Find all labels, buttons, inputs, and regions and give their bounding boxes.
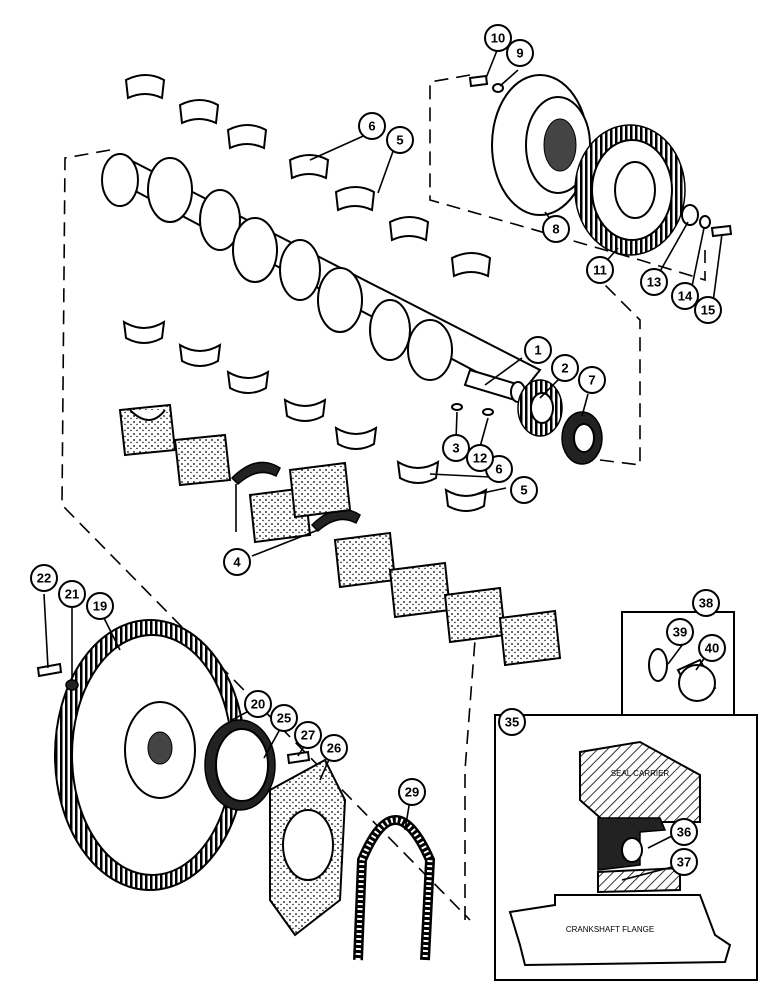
callout-25: 25 (270, 704, 298, 732)
callout-14: 14 (671, 282, 699, 310)
callout-11: 11 (586, 256, 614, 284)
svg-text:14: 14 (678, 289, 693, 304)
svg-text:2: 2 (561, 361, 568, 376)
seal-carrier-label: SEAL CARRIER (611, 769, 670, 778)
crankshaft (101, 153, 542, 403)
svg-text:5: 5 (520, 483, 527, 498)
callout-38: 38 (692, 589, 720, 617)
svg-text:3: 3 (452, 441, 459, 456)
svg-text:8: 8 (552, 222, 559, 237)
crank-gear (517, 379, 563, 437)
callout-6-upper: 6 (358, 112, 386, 140)
main-bearing-caps (118, 403, 562, 667)
crankshaft-flange-label: CRANKSHAFT FLANGE (566, 925, 654, 934)
hub-gear (574, 124, 686, 256)
inset-35: SEAL CARRIER CRANKSHAFT FLANGE (494, 714, 758, 981)
callout-2: 2 (551, 354, 579, 382)
callout-21: 21 (58, 580, 86, 608)
svg-text:39: 39 (673, 625, 687, 640)
seal-carrier-section (579, 740, 701, 823)
svg-text:6: 6 (495, 462, 502, 477)
callout-29: 29 (398, 778, 426, 806)
rear-seal-carrier (269, 750, 347, 937)
crankshaft-flange-section (597, 866, 681, 894)
svg-text:10: 10 (491, 31, 505, 46)
svg-text:15: 15 (701, 303, 715, 318)
callout-15: 15 (694, 296, 722, 324)
svg-text:11: 11 (593, 263, 607, 278)
callout-27: 27 (294, 721, 322, 749)
callout-35: 35 (498, 708, 526, 736)
callout-5-upper: 5 (386, 126, 414, 154)
callout-3: 3 (442, 434, 470, 462)
damper-group-boundary (429, 74, 706, 282)
svg-text:35: 35 (505, 715, 519, 730)
svg-text:26: 26 (327, 741, 341, 756)
svg-text:9: 9 (516, 46, 523, 61)
svg-text:6: 6 (368, 119, 375, 134)
svg-text:27: 27 (301, 728, 315, 743)
svg-text:40: 40 (705, 641, 719, 656)
upper-bearing-shells (124, 74, 492, 278)
svg-text:19: 19 (93, 599, 107, 614)
callout-12: 12 (466, 444, 494, 472)
callout-5-lower: 5 (510, 476, 538, 504)
flywheel-bolt-washer (36, 662, 79, 691)
callout-22: 22 (30, 564, 58, 592)
keys (451, 403, 494, 416)
callout-9: 9 (506, 39, 534, 67)
rear-seal-gasket (353, 815, 436, 961)
crankshaft-flange-block (508, 894, 732, 967)
callout-8: 8 (542, 215, 570, 243)
svg-text:29: 29 (405, 785, 419, 800)
svg-text:36: 36 (677, 825, 691, 840)
rear-oil-seal (204, 719, 276, 811)
callout-37: 37 (670, 848, 698, 876)
callout-4: 4 (223, 548, 251, 576)
callout-20: 20 (244, 690, 272, 718)
callout-7: 7 (578, 366, 606, 394)
callout-39: 39 (666, 618, 694, 646)
svg-text:21: 21 (65, 587, 79, 602)
callout-40: 40 (698, 634, 726, 662)
svg-text:25: 25 (277, 711, 291, 726)
vibration-damper (491, 74, 591, 216)
callout-36: 36 (670, 818, 698, 846)
flywheel (54, 619, 246, 891)
svg-text:5: 5 (396, 133, 403, 148)
callout-10: 10 (484, 24, 512, 52)
callout-13: 13 (640, 268, 668, 296)
front-oil-seal (561, 411, 603, 465)
callout-19: 19 (86, 592, 114, 620)
lower-bearing-shells (122, 320, 488, 512)
callout-26: 26 (320, 734, 348, 762)
svg-text:1: 1 (534, 343, 541, 358)
svg-text:13: 13 (647, 275, 661, 290)
damper-bolt-washer-set (468, 74, 733, 238)
callout-1: 1 (524, 336, 552, 364)
svg-text:4: 4 (233, 555, 241, 570)
svg-text:38: 38 (699, 596, 713, 611)
svg-text:12: 12 (473, 451, 487, 466)
svg-text:22: 22 (37, 571, 51, 586)
svg-text:20: 20 (251, 697, 265, 712)
svg-text:7: 7 (588, 373, 595, 388)
svg-text:37: 37 (677, 855, 691, 870)
